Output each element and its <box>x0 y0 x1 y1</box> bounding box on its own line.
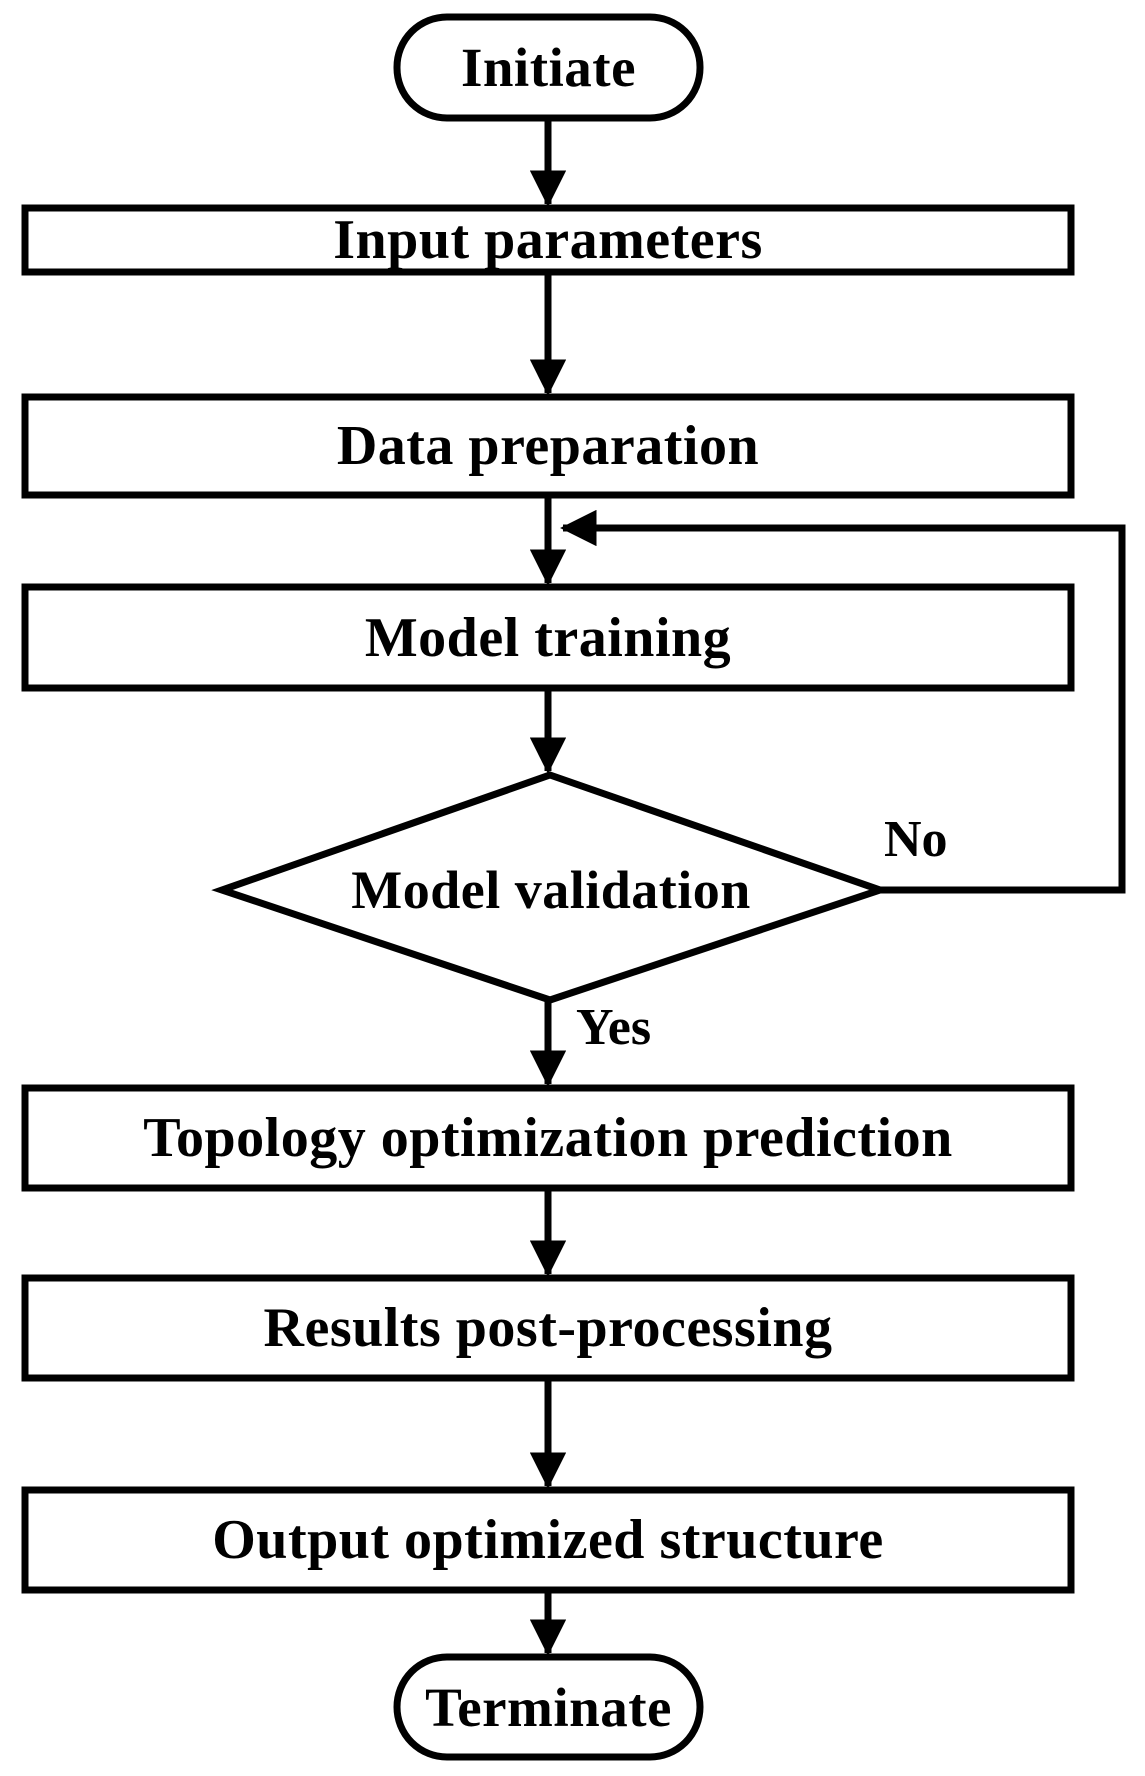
node-shape-dataprep <box>21 393 1075 499</box>
node-shape-input <box>21 204 1075 276</box>
node-shape-prediction <box>21 1084 1075 1192</box>
edge-validation-training-feedback <box>560 509 1126 894</box>
node-shape-initiate <box>393 13 704 122</box>
node-shape-training <box>21 583 1075 692</box>
edge-label-no: No <box>884 811 948 868</box>
node-shape-output <box>21 1486 1075 1594</box>
edge-label-yes: Yes <box>576 999 652 1056</box>
node-shape-postproc <box>21 1274 1075 1382</box>
node-shape-terminate <box>393 1653 704 1761</box>
node-shape-validation <box>211 771 891 1004</box>
